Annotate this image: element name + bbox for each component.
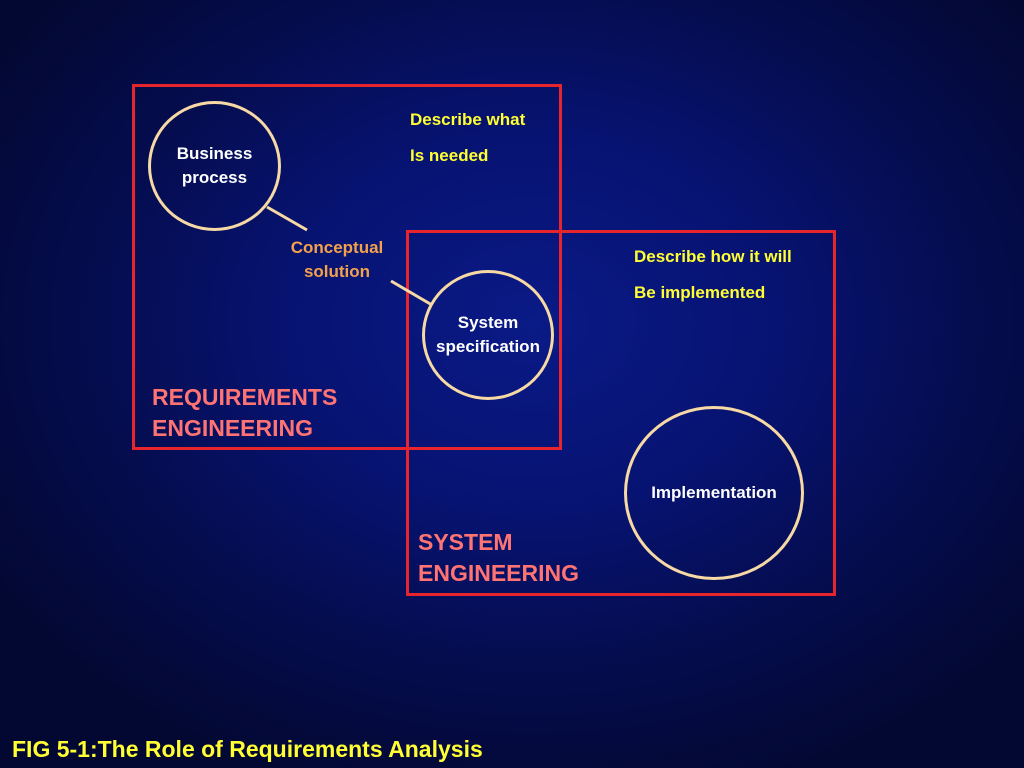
system-specification-circle: System specification (422, 270, 554, 400)
conceptual-solution-label: Conceptual solution (280, 236, 394, 284)
describe-how-note: Describe how it will Be implemented (634, 239, 792, 311)
implementation-circle: Implementation (624, 406, 804, 580)
business-process-line-2: process (181, 168, 248, 187)
system-engineering-title: SYSTEM ENGINEERING (418, 527, 579, 589)
conceptual-solution-line-1: Conceptual (290, 238, 384, 257)
system-specification-line-1: System (457, 313, 519, 332)
business-process-circle: Business process (148, 101, 281, 231)
describe-what-line-1: Describe what (410, 110, 526, 129)
conceptual-solution-line-2: solution (303, 262, 371, 281)
system-specification-label: System specification (436, 311, 540, 359)
system-title-line-1: SYSTEM (418, 529, 513, 555)
describe-how-line-1: Describe how it will (634, 247, 792, 266)
describe-what-note: Describe what Is needed (410, 102, 525, 174)
requirements-engineering-title: REQUIREMENTS ENGINEERING (152, 382, 337, 444)
business-process-line-1: Business (176, 144, 253, 163)
system-specification-line-2: specification (436, 337, 540, 356)
implementation-label: Implementation (651, 483, 777, 502)
describe-how-line-2: Be implemented (634, 283, 766, 302)
business-process-label: Business process (177, 142, 253, 190)
requirements-title-line-2: ENGINEERING (152, 415, 314, 441)
requirements-title-line-1: REQUIREMENTS (152, 384, 338, 410)
system-title-line-2: ENGINEERING (418, 560, 580, 586)
describe-what-line-2: Is needed (410, 146, 489, 165)
system-engineering-box (406, 230, 836, 596)
requirements-engineering-box (132, 84, 562, 450)
figure-caption: FIG 5-1:The Role of Requirements Analysi… (12, 736, 483, 762)
